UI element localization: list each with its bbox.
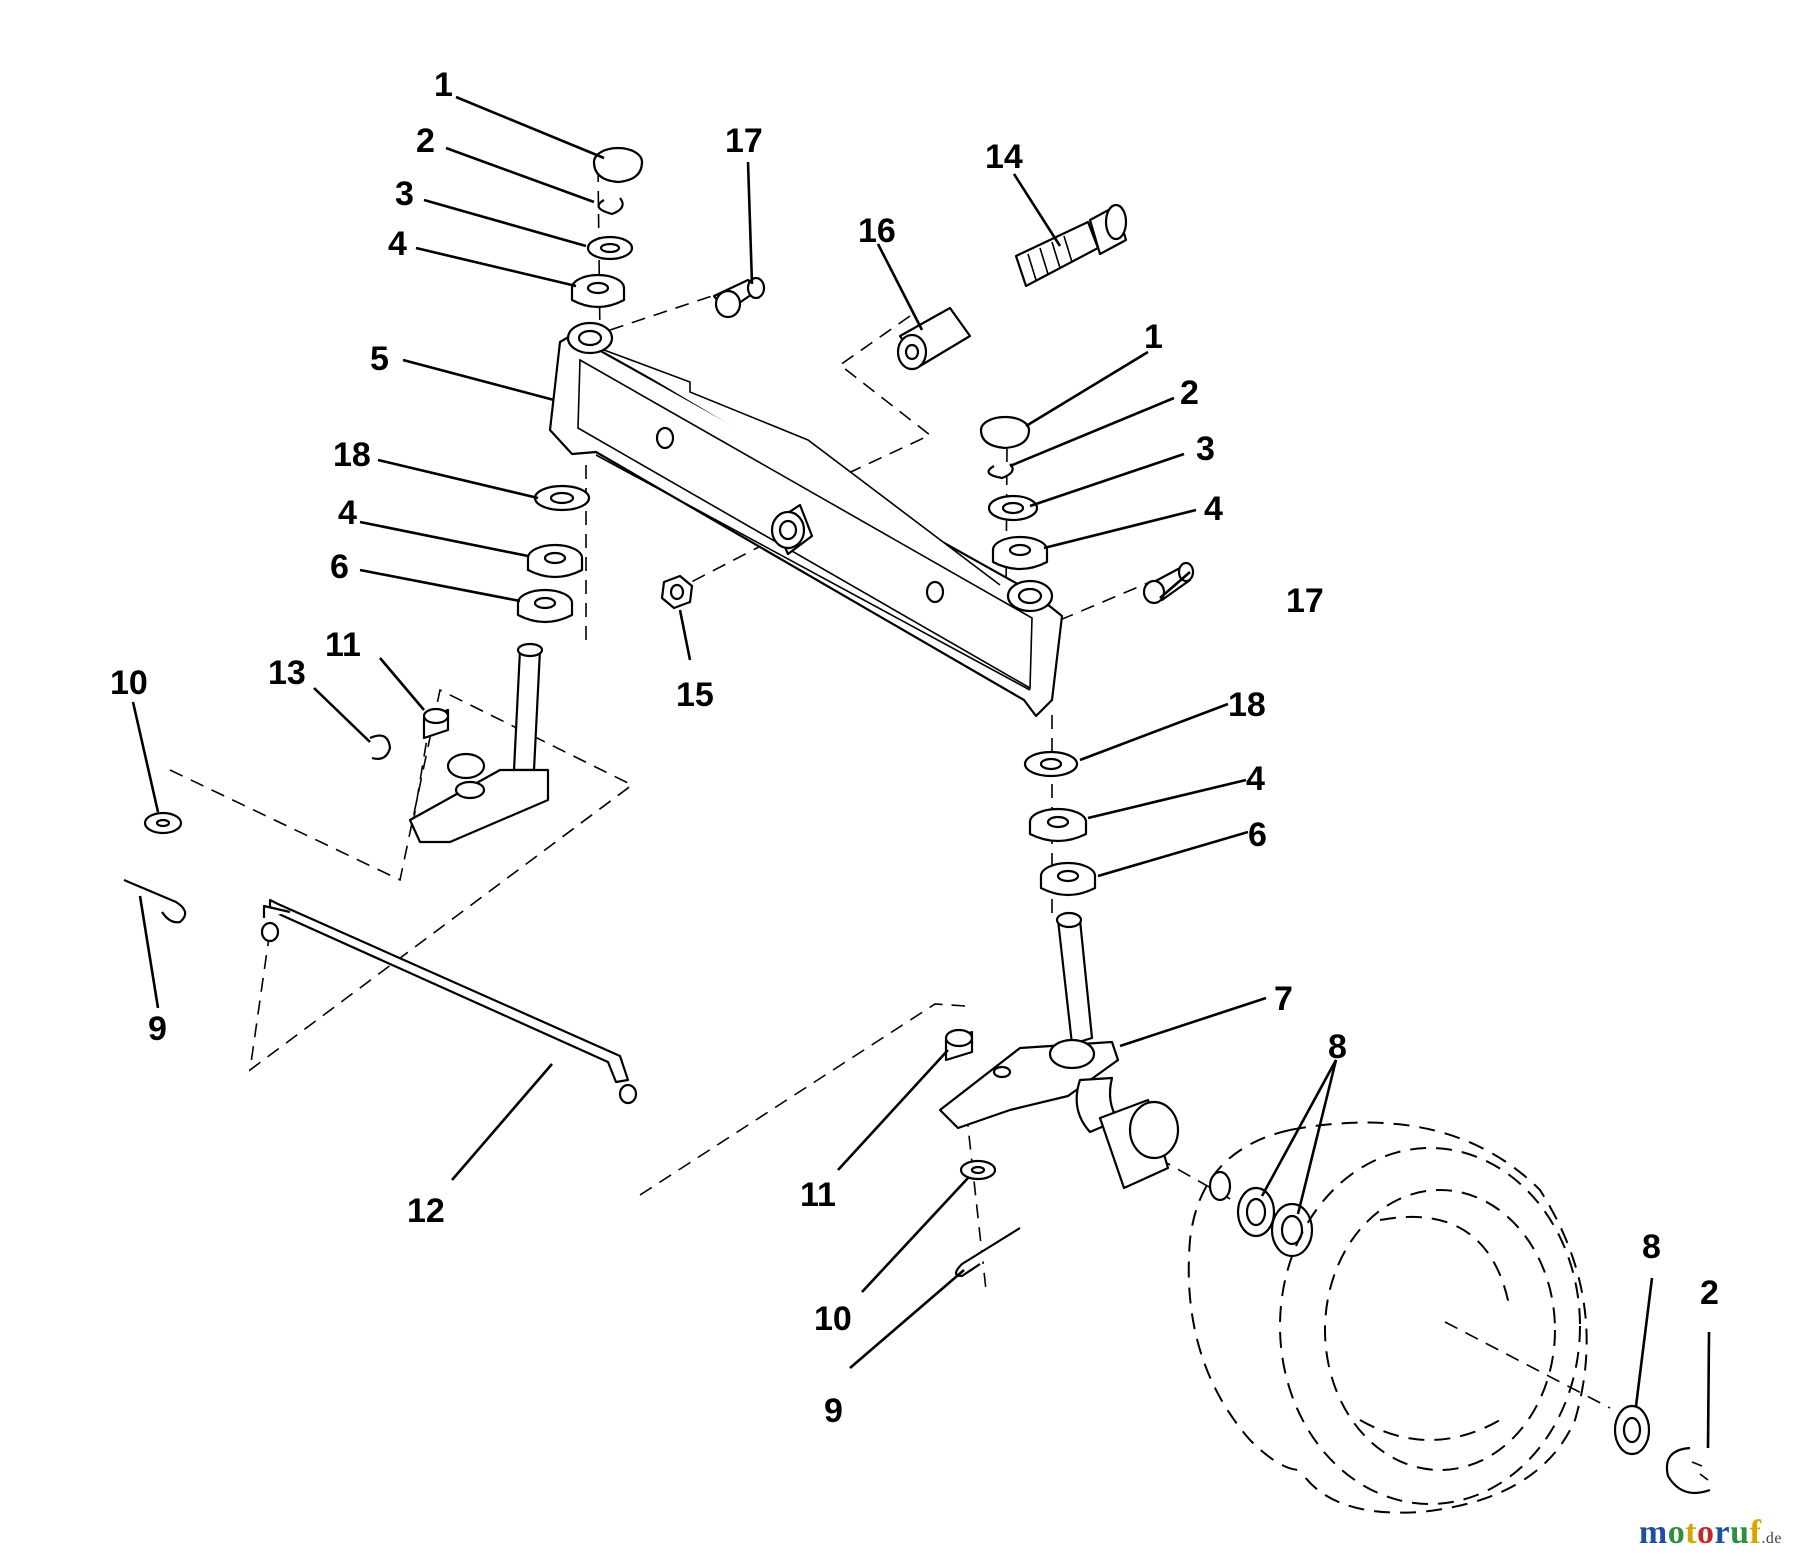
watermark-letter: f [1749,1514,1762,1551]
watermark-letter: o [1697,1514,1715,1551]
grease-fitting-right [1142,561,1195,605]
tie-rod [260,898,638,1105]
callout-12: 12 [407,1192,445,1230]
left-spindle-assembly [408,484,591,844]
callout-11: 11 [325,626,361,664]
callout-8: 8 [1328,1028,1347,1066]
callout-16: 16 [858,212,896,250]
hex-nut [660,574,694,610]
right-upper-parts [979,415,1049,571]
callout-5: 5 [370,340,389,378]
leader-lines [131,95,1711,1449]
callout-1: 1 [1144,318,1163,356]
callout-10: 10 [814,1300,852,1338]
right-spindle-assembly [938,750,1314,1258]
callout-2: 2 [1700,1274,1719,1312]
callout-4: 4 [1204,490,1223,528]
callout-3: 3 [1196,430,1215,468]
callout-13: 13 [268,654,306,692]
watermark-letter: m [1638,1514,1668,1551]
callout-14: 14 [985,138,1023,176]
callout-4: 4 [338,494,357,532]
callout-labels: 1 2 3 4 5 18 4 6 17 14 16 1 2 3 4 17 15 … [110,66,1719,1430]
wheel-washer-and-clip [1613,1404,1711,1494]
callout-9: 9 [824,1392,843,1430]
wheel-outline [1187,1121,1588,1514]
front-axle-beam [548,321,1064,718]
watermark-letter: t [1685,1514,1698,1551]
callout-17: 17 [1286,582,1324,620]
left-upper-parts [570,146,644,309]
callout-18: 18 [1228,686,1266,724]
callout-18: 18 [333,436,371,474]
watermark-logo: motoruf.de [1639,1514,1782,1552]
callout-9: 9 [148,1010,167,1048]
callout-2: 2 [1180,374,1199,412]
callout-6: 6 [330,548,349,586]
callout-6: 6 [1248,816,1267,854]
watermark-letter: o [1667,1514,1686,1551]
callout-7: 7 [1274,980,1293,1018]
bolt-and-spacer [896,203,1128,371]
watermark-letter: u [1730,1514,1750,1551]
callout-17: 17 [725,122,763,160]
left-small-parts [123,707,450,924]
grease-fitting-left [712,276,766,319]
callout-1: 1 [434,66,453,104]
watermark-suffix: .de [1761,1530,1782,1547]
callout-10: 10 [110,664,148,702]
watermark-letter: r [1714,1514,1731,1551]
callout-8: 8 [1642,1228,1661,1266]
callout-15: 15 [676,676,714,714]
right-small-parts [944,1028,1021,1278]
callout-4: 4 [388,225,407,263]
callout-2: 2 [416,122,435,160]
callout-11: 11 [800,1176,836,1214]
callout-4: 4 [1246,760,1265,798]
callout-3: 3 [395,175,414,213]
